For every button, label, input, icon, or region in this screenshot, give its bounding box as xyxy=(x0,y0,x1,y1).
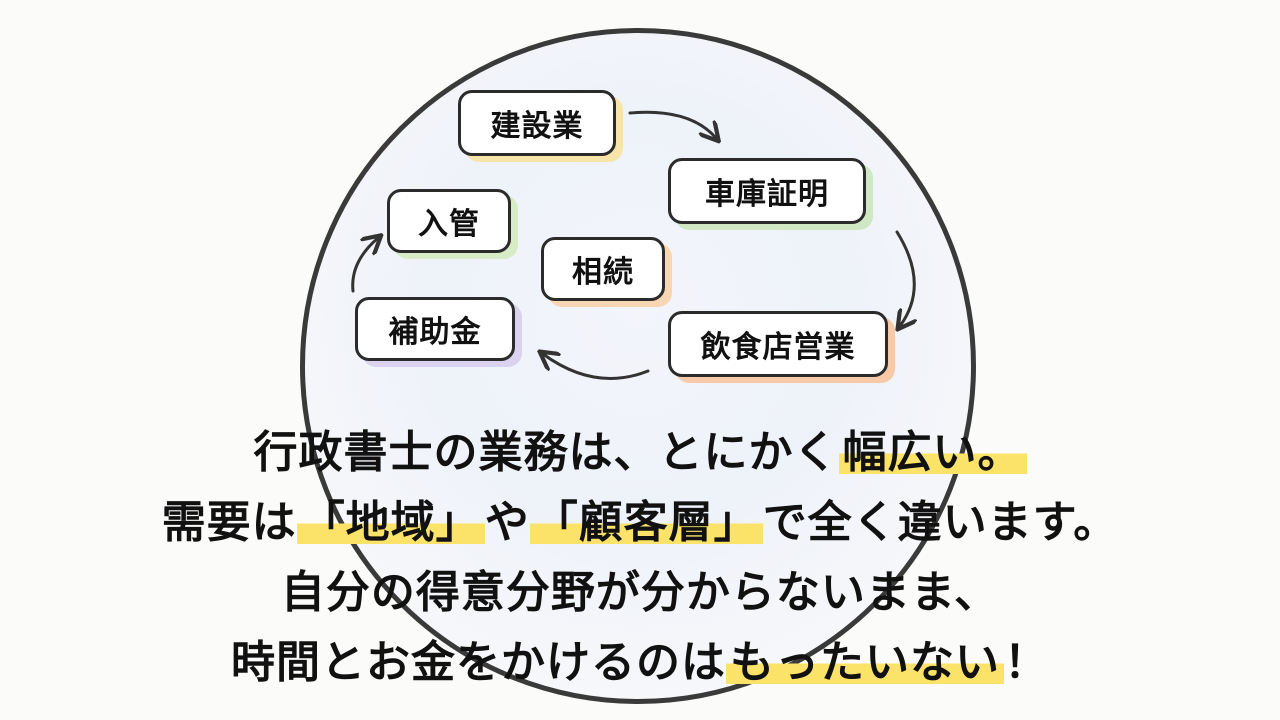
caption-line-3: 自分の得意分野が分からないまま、 xyxy=(280,567,1000,618)
pill-inshoku: 飲食店営業 xyxy=(668,311,888,377)
caption-line-4-text-a: 時間とお金をかけるのは xyxy=(231,637,726,688)
caption-line-2-text-c: で全く違います。 xyxy=(762,497,1119,548)
pill-kensetsu: 建設業 xyxy=(458,90,616,156)
caption-line-4: 時間とお金をかけるのはもったいない！ xyxy=(0,628,1280,698)
pill-sozoku: 相続 xyxy=(541,237,665,301)
caption-line-4-text-b: ！ xyxy=(1004,637,1049,688)
pill-shako-label: 車庫証明 xyxy=(705,177,829,212)
pill-inshoku-label: 飲食店営業 xyxy=(700,330,856,365)
pill-hojokin: 補助金 xyxy=(355,297,515,361)
pill-hojokin-label: 補助金 xyxy=(388,315,482,350)
pill-sozoku-label: 相続 xyxy=(572,255,634,290)
caption-line-2: 需要は「地域」や「顧客層」で全く違います。 xyxy=(0,488,1280,558)
pill-shako-shomei: 車庫証明 xyxy=(668,158,866,224)
highlight-chiiki: 「地域」 xyxy=(296,497,485,548)
pill-nyukan: 入管 xyxy=(387,189,511,253)
caption-line-1: 行政書士の業務は、とにかく幅広い。 xyxy=(0,418,1280,488)
caption-line-2-text-a: 需要は xyxy=(161,497,297,548)
highlight-habahiroi: 幅広い。 xyxy=(838,427,1027,478)
caption-line-2-text-b: や xyxy=(484,497,530,548)
caption-text: 行政書士の業務は、とにかく幅広い。 需要は「地域」や「顧客層」で全く違います。 … xyxy=(0,418,1280,698)
highlight-mottainai: もったいない xyxy=(726,637,1004,688)
caption-line-1-text: 行政書士の業務は、とにかく xyxy=(253,427,839,478)
pill-nyukan-label: 入管 xyxy=(418,207,480,242)
pill-kensetsu-label: 建設業 xyxy=(490,109,584,144)
highlight-kokyakuso: 「顧客層」 xyxy=(529,497,763,548)
